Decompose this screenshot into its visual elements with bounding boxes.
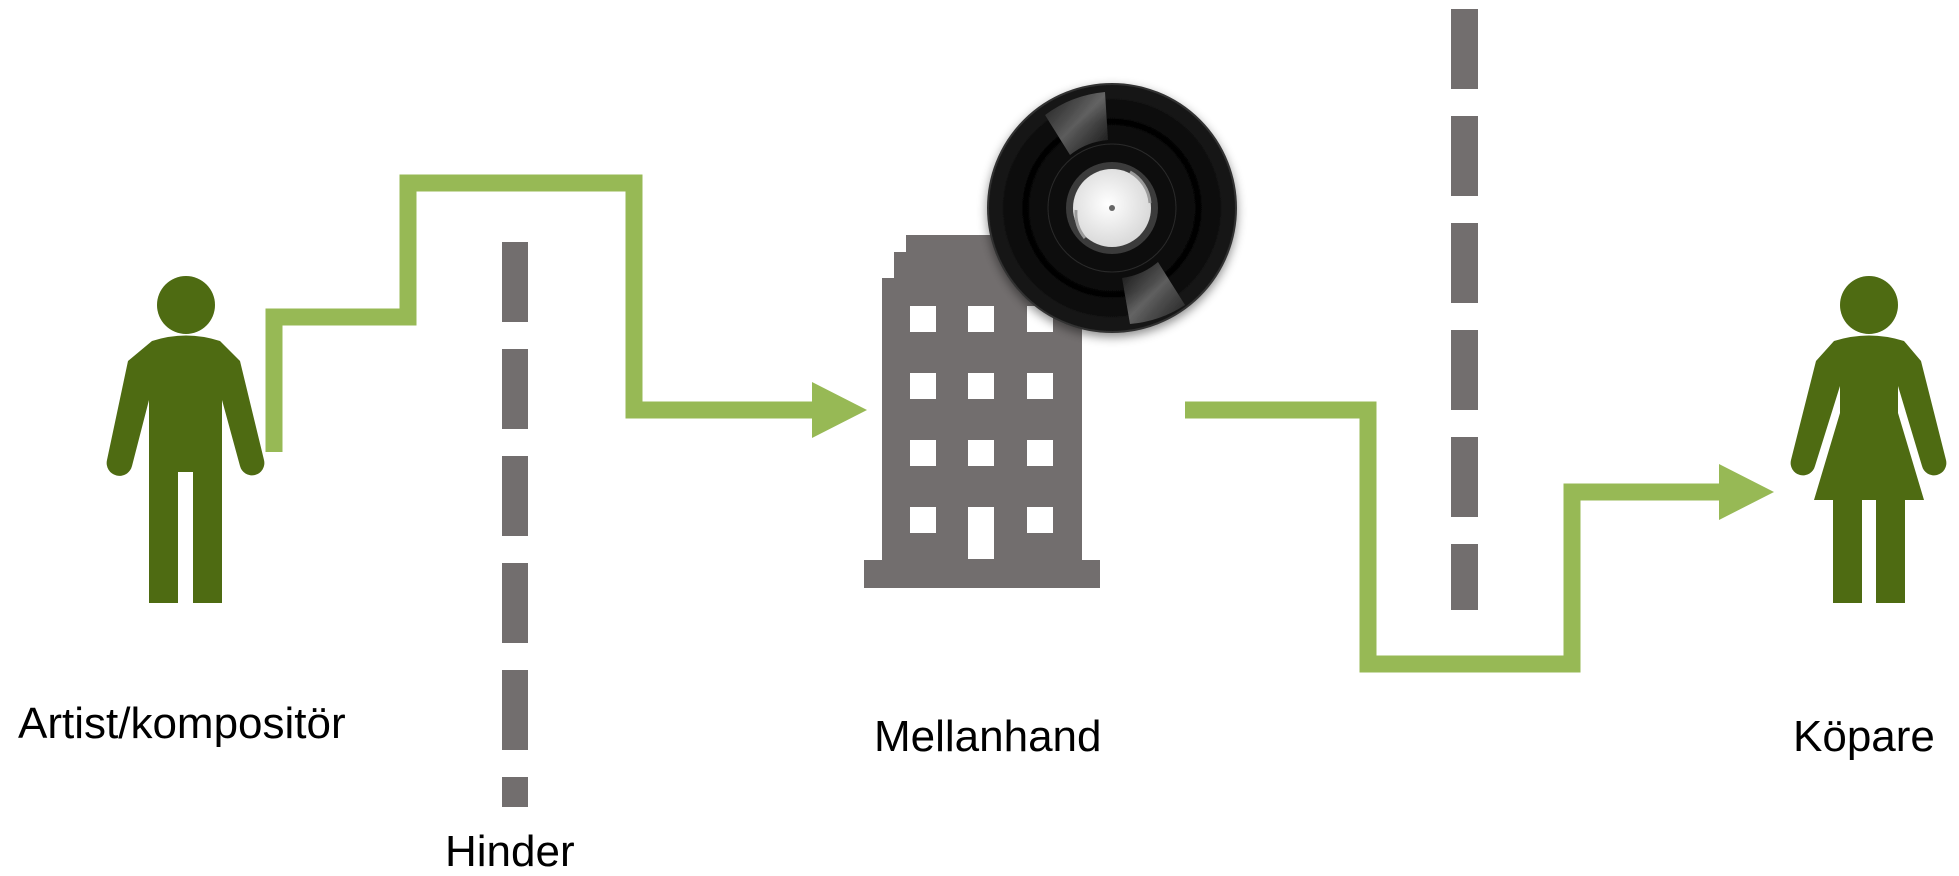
female-person-icon [1790,276,1947,603]
vinyl-record-icon [987,83,1237,333]
flow-arrow-artist-to-intermediary [265,174,867,452]
intermediary-label: Mellanhand [874,712,1102,761]
barrier-line-right [1451,9,1478,610]
artist-label: Artist/kompositör [18,699,346,748]
barrier-label: Hinder [445,827,575,876]
office-building-icon [864,235,1100,588]
flow-arrow-intermediary-to-buyer [1185,401,1774,673]
barrier-line-left [502,242,528,807]
male-person-icon [106,276,265,603]
buyer-label: Köpare [1793,712,1935,761]
